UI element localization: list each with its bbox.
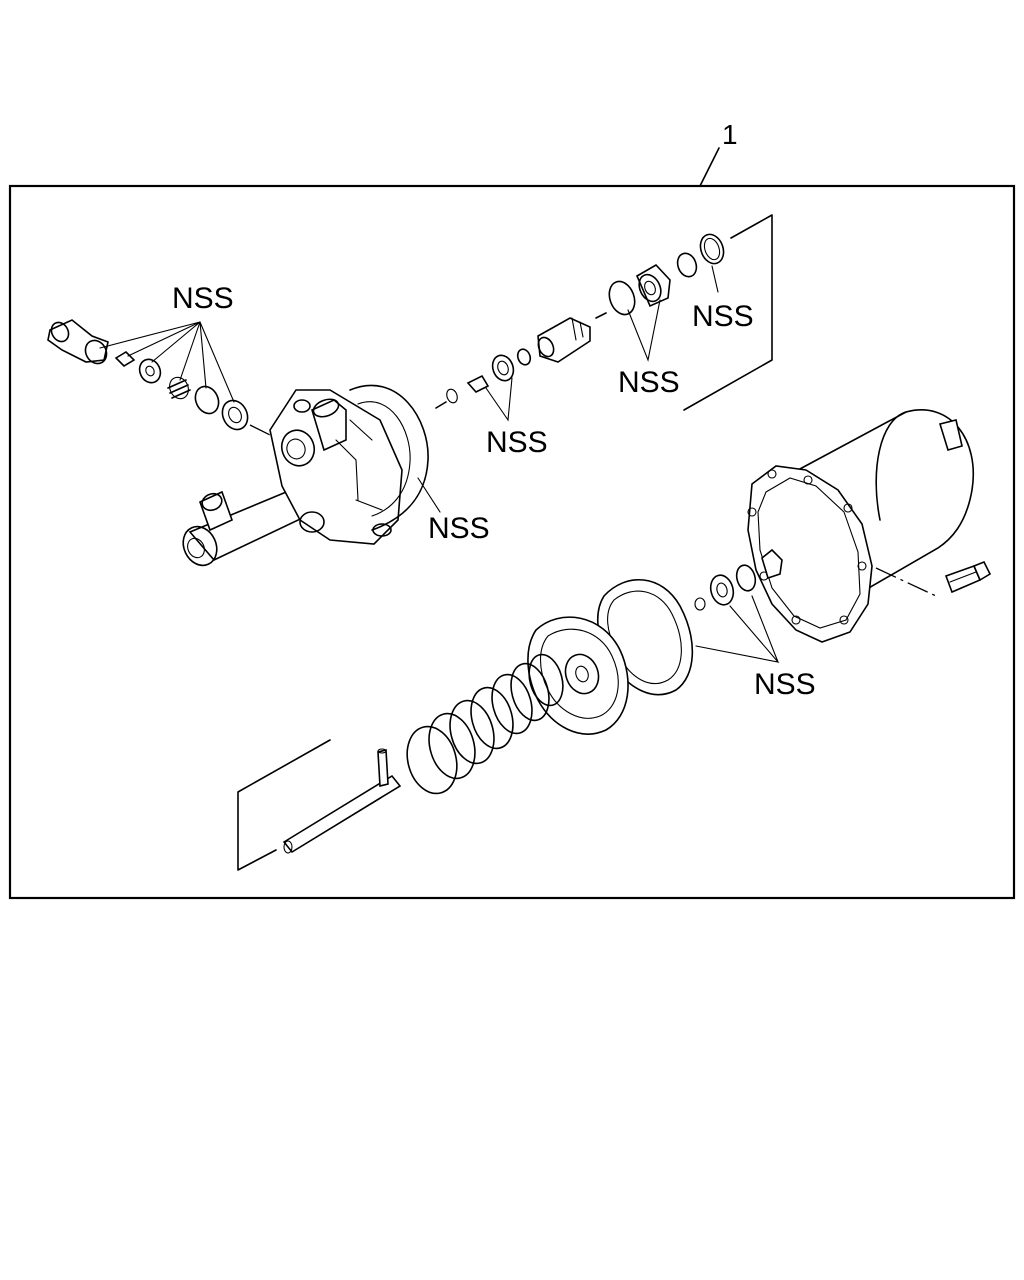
- valve-bracket: [683, 214, 773, 411]
- callout-number: 1: [722, 119, 738, 150]
- nss-label-diaphragm: NSS: [754, 668, 816, 701]
- seal-washer: [221, 399, 249, 431]
- nss-label-piston-seals: NSS: [486, 426, 548, 459]
- centerline-bolt: [875, 567, 937, 597]
- lower-seal-washer: [709, 574, 735, 606]
- valve-plunger: [537, 317, 591, 363]
- valve-disc: [608, 280, 636, 316]
- piston-seal: [491, 354, 515, 382]
- fitting-elbow: [47, 319, 109, 365]
- check-valve: [466, 374, 490, 393]
- nss-leader-small-seals: [627, 299, 661, 362]
- o-ring: [676, 252, 698, 278]
- seal-ring-small: [516, 348, 532, 366]
- nss-leader-diaphragm: [695, 595, 780, 663]
- snap-ring: [699, 233, 725, 265]
- lower-o-ring: [735, 564, 757, 592]
- washer-small: [138, 358, 162, 384]
- nss-label-small-seals: NSS: [618, 366, 680, 399]
- nss-leader-housing-gasket: [417, 477, 441, 513]
- nss-label-snap-ring: NSS: [692, 300, 754, 333]
- nss-label-housing-gasket: NSS: [428, 512, 490, 545]
- nss-label-valve-kit: NSS: [172, 282, 234, 315]
- lower-small-ring: [694, 597, 706, 611]
- nss-leader-piston-seals: [485, 377, 513, 422]
- small-spring-clip: [435, 401, 447, 409]
- lower-bracket: [237, 739, 331, 871]
- assembly-frame: [8, 184, 1016, 900]
- small-spring: [167, 376, 191, 400]
- cylinder-housing: [182, 389, 403, 567]
- return-spring: [406, 653, 564, 795]
- valve-pin: [595, 312, 607, 319]
- mounting-bolt: [944, 560, 992, 594]
- nss-leader-snap-ring: [711, 265, 719, 293]
- small-o-ring: [446, 388, 458, 404]
- nss-valve-kit-leaders: [99, 321, 235, 403]
- push-rod: [282, 748, 402, 854]
- callout-leader: [699, 147, 720, 187]
- flange-plate: [747, 465, 873, 643]
- o-ring-large: [194, 385, 220, 415]
- housing-gasket: [349, 384, 429, 531]
- valve-cup: [635, 263, 671, 308]
